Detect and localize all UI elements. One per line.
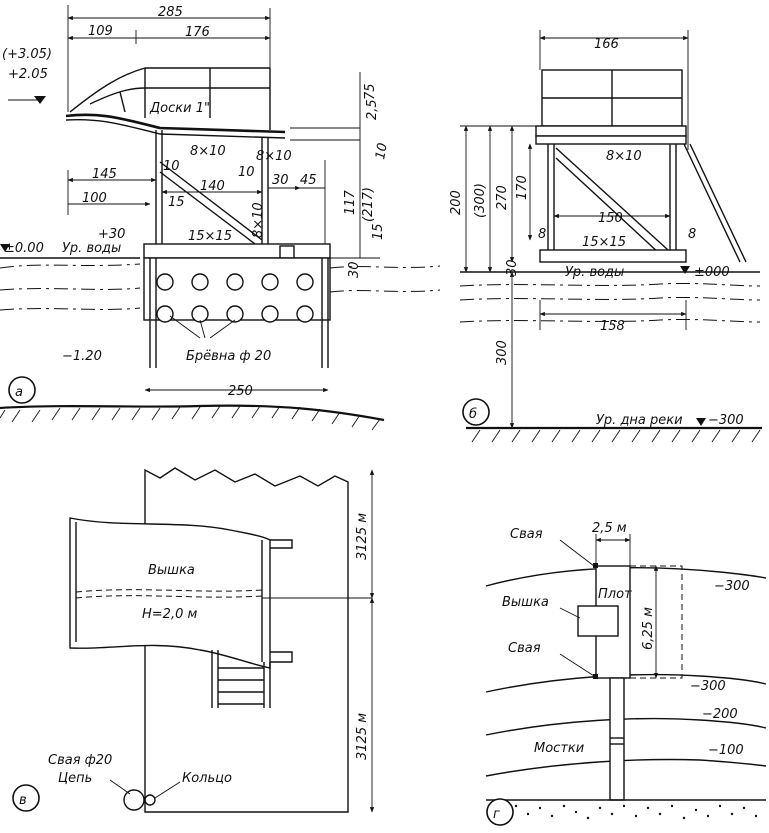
dim-300-paren: (300): [473, 183, 488, 218]
panel-a: 285 109 176 (+3.05) +2.05 Доски 1" 75 2,…: [0, 5, 441, 431]
iso-300-b: −300: [690, 679, 726, 694]
panel-v-badge: в: [19, 793, 27, 808]
bridge-label: Мостки: [534, 741, 584, 756]
dim-6-25: 6,25 м: [641, 607, 656, 650]
dim-145: 145: [92, 167, 117, 182]
elev-zero-b: ±000: [694, 265, 730, 280]
dim-176: 176: [185, 25, 210, 40]
dim-plus30: +30: [98, 227, 125, 242]
dim-158: 158: [600, 319, 625, 334]
elev-deck-label: +2.05: [8, 67, 48, 82]
elev-zero-label: ±0.00: [4, 241, 44, 256]
tower-height-label: H=2,0 м: [142, 607, 197, 622]
iso-200: −200: [702, 707, 738, 722]
panel-a-badge: а: [15, 385, 23, 400]
chain-label: Цепь: [58, 771, 92, 786]
ring-label: Кольцо: [182, 771, 232, 786]
dim-250: 250: [228, 384, 253, 399]
post-8x10-label: 8×10: [251, 202, 266, 238]
panel-g: −300 −300 −200 −100 Плот Вышка Свая Свая…: [485, 521, 767, 826]
dim-217: (217): [361, 187, 376, 222]
beam-15x15-label-b: 15×15: [582, 235, 626, 250]
dim-25: 2,5: [365, 99, 380, 120]
dim-8-left: 8: [538, 227, 546, 242]
water-level-label-a: Ур. воды: [62, 241, 121, 256]
dim-300-b: 300: [495, 340, 510, 365]
beam-8x10-b: 8×10: [606, 149, 642, 164]
pile-bottom-label: Свая: [508, 641, 541, 656]
dim-166: 166: [594, 37, 619, 52]
dim-200: 200: [449, 190, 464, 215]
dim-30: 30: [272, 173, 289, 188]
elev-low-label: −1.20: [62, 349, 102, 364]
tower-label-g: Вышка: [502, 595, 549, 610]
river-bed-label: Ур. дна реки: [596, 413, 683, 428]
raft-label: Плот: [598, 587, 632, 602]
dim-75: 75: [363, 83, 378, 100]
dim-2-5: 2,5 м: [592, 521, 627, 536]
elev-bed-label: −300: [708, 413, 744, 428]
dim-30-b: 30: [505, 259, 520, 276]
bed-hatch-a: [0, 405, 381, 431]
dim-15-a: 15: [168, 195, 185, 210]
beam-8x10-left: 8×10: [190, 144, 226, 159]
tower-label-v: Вышка: [148, 563, 195, 578]
pile-label-v: Свая ф20: [48, 753, 112, 768]
dim-15-b: 15: [371, 223, 386, 240]
beam-15x15-label-a: 15×15: [188, 229, 232, 244]
logs-row-top: [156, 273, 314, 323]
panel-b: 166 8×10 200 (300) 270 170 150 8 8 15×15: [449, 30, 762, 443]
dim-3125-top: 3125 м: [355, 513, 370, 560]
col-10-label: 10: [163, 159, 180, 174]
dim-140: 140: [200, 179, 225, 194]
dim-117: 117: [343, 189, 358, 215]
dim-45: 45: [300, 173, 317, 188]
dim-150: 150: [598, 211, 623, 226]
iso-300-a: −300: [714, 579, 750, 594]
dim-10-bottom: 10: [238, 165, 255, 180]
dim-3125-bottom: 3125 м: [355, 713, 370, 760]
dim-270: 270: [495, 185, 510, 210]
water-level-label-b: Ур. воды: [565, 265, 624, 280]
bed-hatch-b: [471, 429, 761, 443]
boards-label: Доски 1": [149, 101, 210, 116]
pile-top-label: Свая: [510, 527, 543, 542]
beam-8x10-right: 8×10: [256, 149, 292, 164]
dim-285: 285: [158, 5, 183, 20]
dim-30-b: 30: [347, 261, 362, 278]
dim-109: 109: [88, 24, 113, 39]
dim-100: 100: [82, 191, 107, 206]
panel-g-badge: г: [493, 807, 500, 822]
shore-dots: [490, 804, 758, 820]
dim-8-right: 8: [688, 227, 696, 242]
panel-v: Вышка H=2,0 м 3125 м 3125 м Свая ф20 Цеп…: [12, 467, 375, 813]
dim-170: 170: [515, 175, 530, 200]
logs-label: Брёвна ф 20: [186, 349, 271, 364]
dim-10-right: 10: [373, 142, 391, 161]
elev-top-label: (+3.05): [2, 47, 52, 62]
iso-100: −100: [708, 743, 744, 758]
panel-b-badge: б: [469, 407, 477, 422]
